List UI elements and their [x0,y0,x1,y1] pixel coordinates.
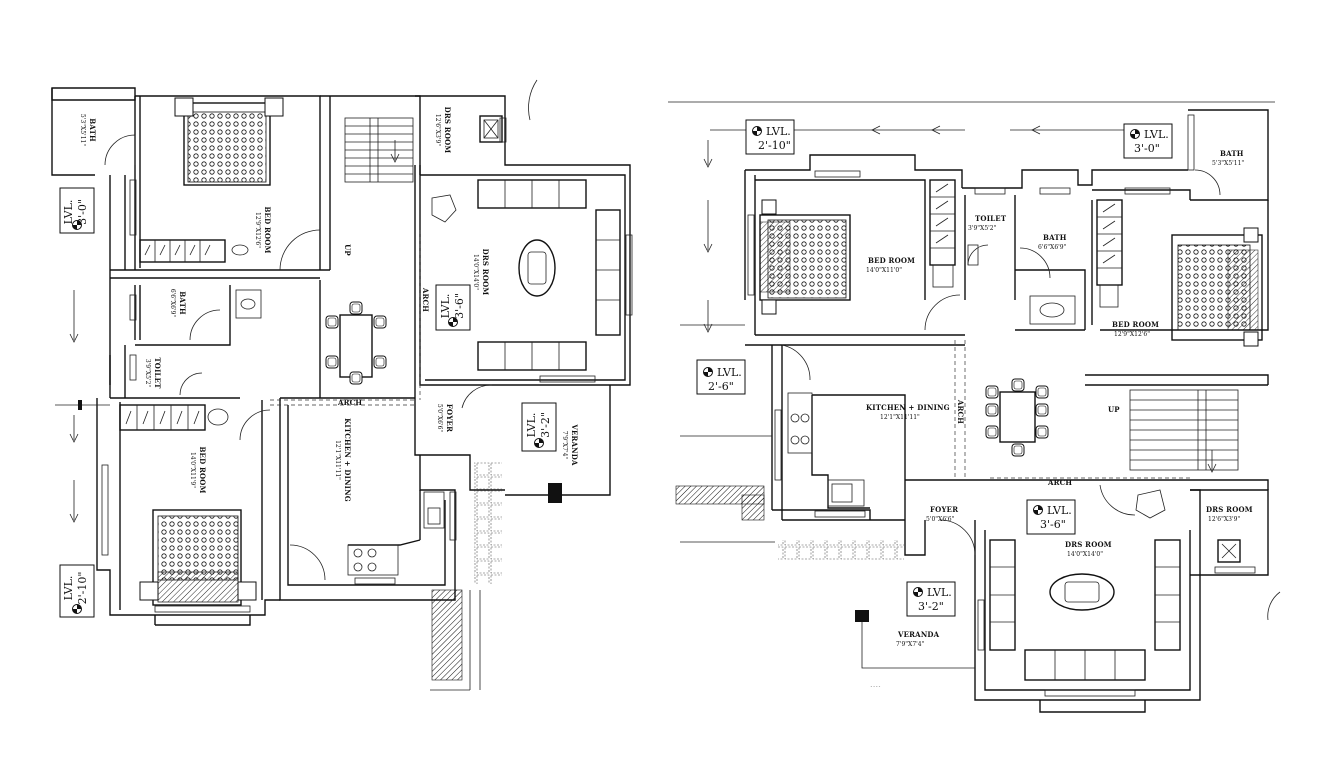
left-veranda-name: VERANDA [570,423,579,466]
left-bed1-name: BED ROOM [263,206,272,253]
right-veranda-name: VERANDA [897,630,940,639]
right-level-marker-4: LVL. 3'-6" [1026,499,1076,535]
left-bath2-name: BATH [178,291,187,315]
right-bath-dim: 6'6"X6'9" [1038,244,1067,251]
right-foyer-name: FOYER [930,505,958,514]
left-kitchen-dim: 12'1"X11'11" [334,440,341,480]
right-toilet-name: TOILET [975,214,1007,223]
left-kitchen-name: KITCHEN + DINING [343,418,352,502]
right-veranda-dim: 7'9"X7'4" [896,641,925,648]
level-marker-icon [1033,505,1043,515]
right-level-marker-3: LVL. 2'-6" [696,359,746,395]
left-level-marker-4: LVL. 2'-10" [59,564,95,618]
left-bed2-name: BED ROOM [198,446,207,493]
left-bath-name: BATH [88,118,97,142]
right-bed1-name: BED ROOM [868,256,915,265]
svg-text:3'-0": 3'-0" [76,199,89,225]
right-bath2-name: BATH [1220,149,1244,158]
right-bath2-dim: 5'3"X5'11" [1212,160,1244,167]
left-floor-plan [51,79,633,691]
svg-text:LVL.: LVL. [525,413,538,438]
right-drs-room-name: DRS ROOM [1065,540,1112,549]
level-marker-icon [72,604,82,614]
left-bath-dim: 5'3"X5'11" [79,114,86,146]
left-level-marker-3: LVL. 3'-2" [521,402,557,452]
level-marker-icon [703,367,713,377]
left-level-marker-2: LVL. 3'-6" [435,284,471,331]
svg-text:3'-2": 3'-2" [539,412,552,438]
right-floor-plan: ---- [668,101,1281,713]
svg-text:2'-10": 2'-10" [76,572,89,605]
left-bed2-dim: 14'0"X11'9" [189,452,196,488]
right-kitchen-dim: 12'1"X11'11" [880,414,920,421]
right-labels: BED ROOM 14'0"X11'0" TOILET 3'9"X5'2" BA… [696,119,1253,648]
left-drs-room-name: DRS ROOM [481,249,490,296]
left-up-label: UP [343,244,352,256]
svg-text:LVL.: LVL. [766,125,791,138]
svg-text:3'-6": 3'-6" [1040,518,1066,531]
left-veranda-dim: 7'9"X7'4" [561,431,568,460]
svg-text:LVL.: LVL. [439,294,452,319]
svg-text:LVL.: LVL. [62,200,75,225]
left-drs-room-dim: 14'0"X14'0" [472,254,479,290]
right-toilet-dim: 3'9"X5'2" [968,225,997,232]
left-arch-vertical-label: ARCH [421,287,430,312]
right-arch-vertical-label: ARCH [956,399,965,424]
svg-text:2'-6": 2'-6" [708,380,734,393]
right-bed2-dim: 12'9"X12'6" [1114,331,1150,338]
svg-text:3'-2": 3'-2" [918,600,944,613]
level-marker-icon [752,126,762,136]
left-level-marker-1: LVL. 3'-0" [59,187,95,234]
right-drs-room-dim: 14'0"X14'0" [1067,551,1103,558]
right-level-marker-1: LVL. 2'-10" [745,119,795,155]
svg-text:2'-10": 2'-10" [758,139,791,152]
svg-text:3'-0": 3'-0" [1134,142,1160,155]
level-marker-icon [534,438,544,448]
left-toilet-name: TOILET [153,357,162,389]
left-foyer-name: FOYER [445,404,454,432]
svg-text:LVL.: LVL. [62,576,75,601]
level-marker-icon [1130,129,1140,139]
right-drs-small-dim: 12'6"X3'9" [1208,516,1240,523]
left-labels: BATH 5'3"X5'11" BED ROOM 12'9"X12'6" DRS… [59,107,579,618]
right-up-label: UP [1108,405,1120,414]
right-arch-label: ARCH [1047,478,1072,487]
svg-text:LVL.: LVL. [717,366,742,379]
right-drs-small-name: DRS ROOM [1206,505,1253,514]
right-bed2-name: BED ROOM [1112,320,1159,329]
right-kitchen-name: KITCHEN + DINING [866,403,950,412]
svg-text:LVL.: LVL. [1144,128,1169,141]
svg-text:3'-6": 3'-6" [453,293,466,319]
left-drs-small-name: DRS ROOM [443,107,452,154]
left-bath2-dim: 6'6"X6'9" [169,289,176,318]
svg-text:----: ---- [870,685,881,690]
left-foyer-dim: 5'0"X6'6" [436,404,443,433]
left-drs-small-dim: 12'6"X3'9" [434,114,441,146]
right-level-marker-2: LVL. 3'-0" [1123,123,1173,159]
left-arch-label: ARCH [337,398,362,407]
svg-text:LVL.: LVL. [927,586,952,599]
right-foyer-dim: 5'0"X6'6" [926,516,955,523]
left-bed1-dim: 12'9"X12'6" [254,212,261,248]
right-level-marker-5: LVL. 3'-2" [906,581,956,617]
left-toilet-dim: 3'9"X5'2" [144,359,151,388]
right-bed1-dim: 14'0"X11'0" [866,267,902,274]
level-marker-icon [913,587,923,597]
svg-text:LVL.: LVL. [1047,504,1072,517]
right-bath-name: BATH [1043,233,1067,242]
